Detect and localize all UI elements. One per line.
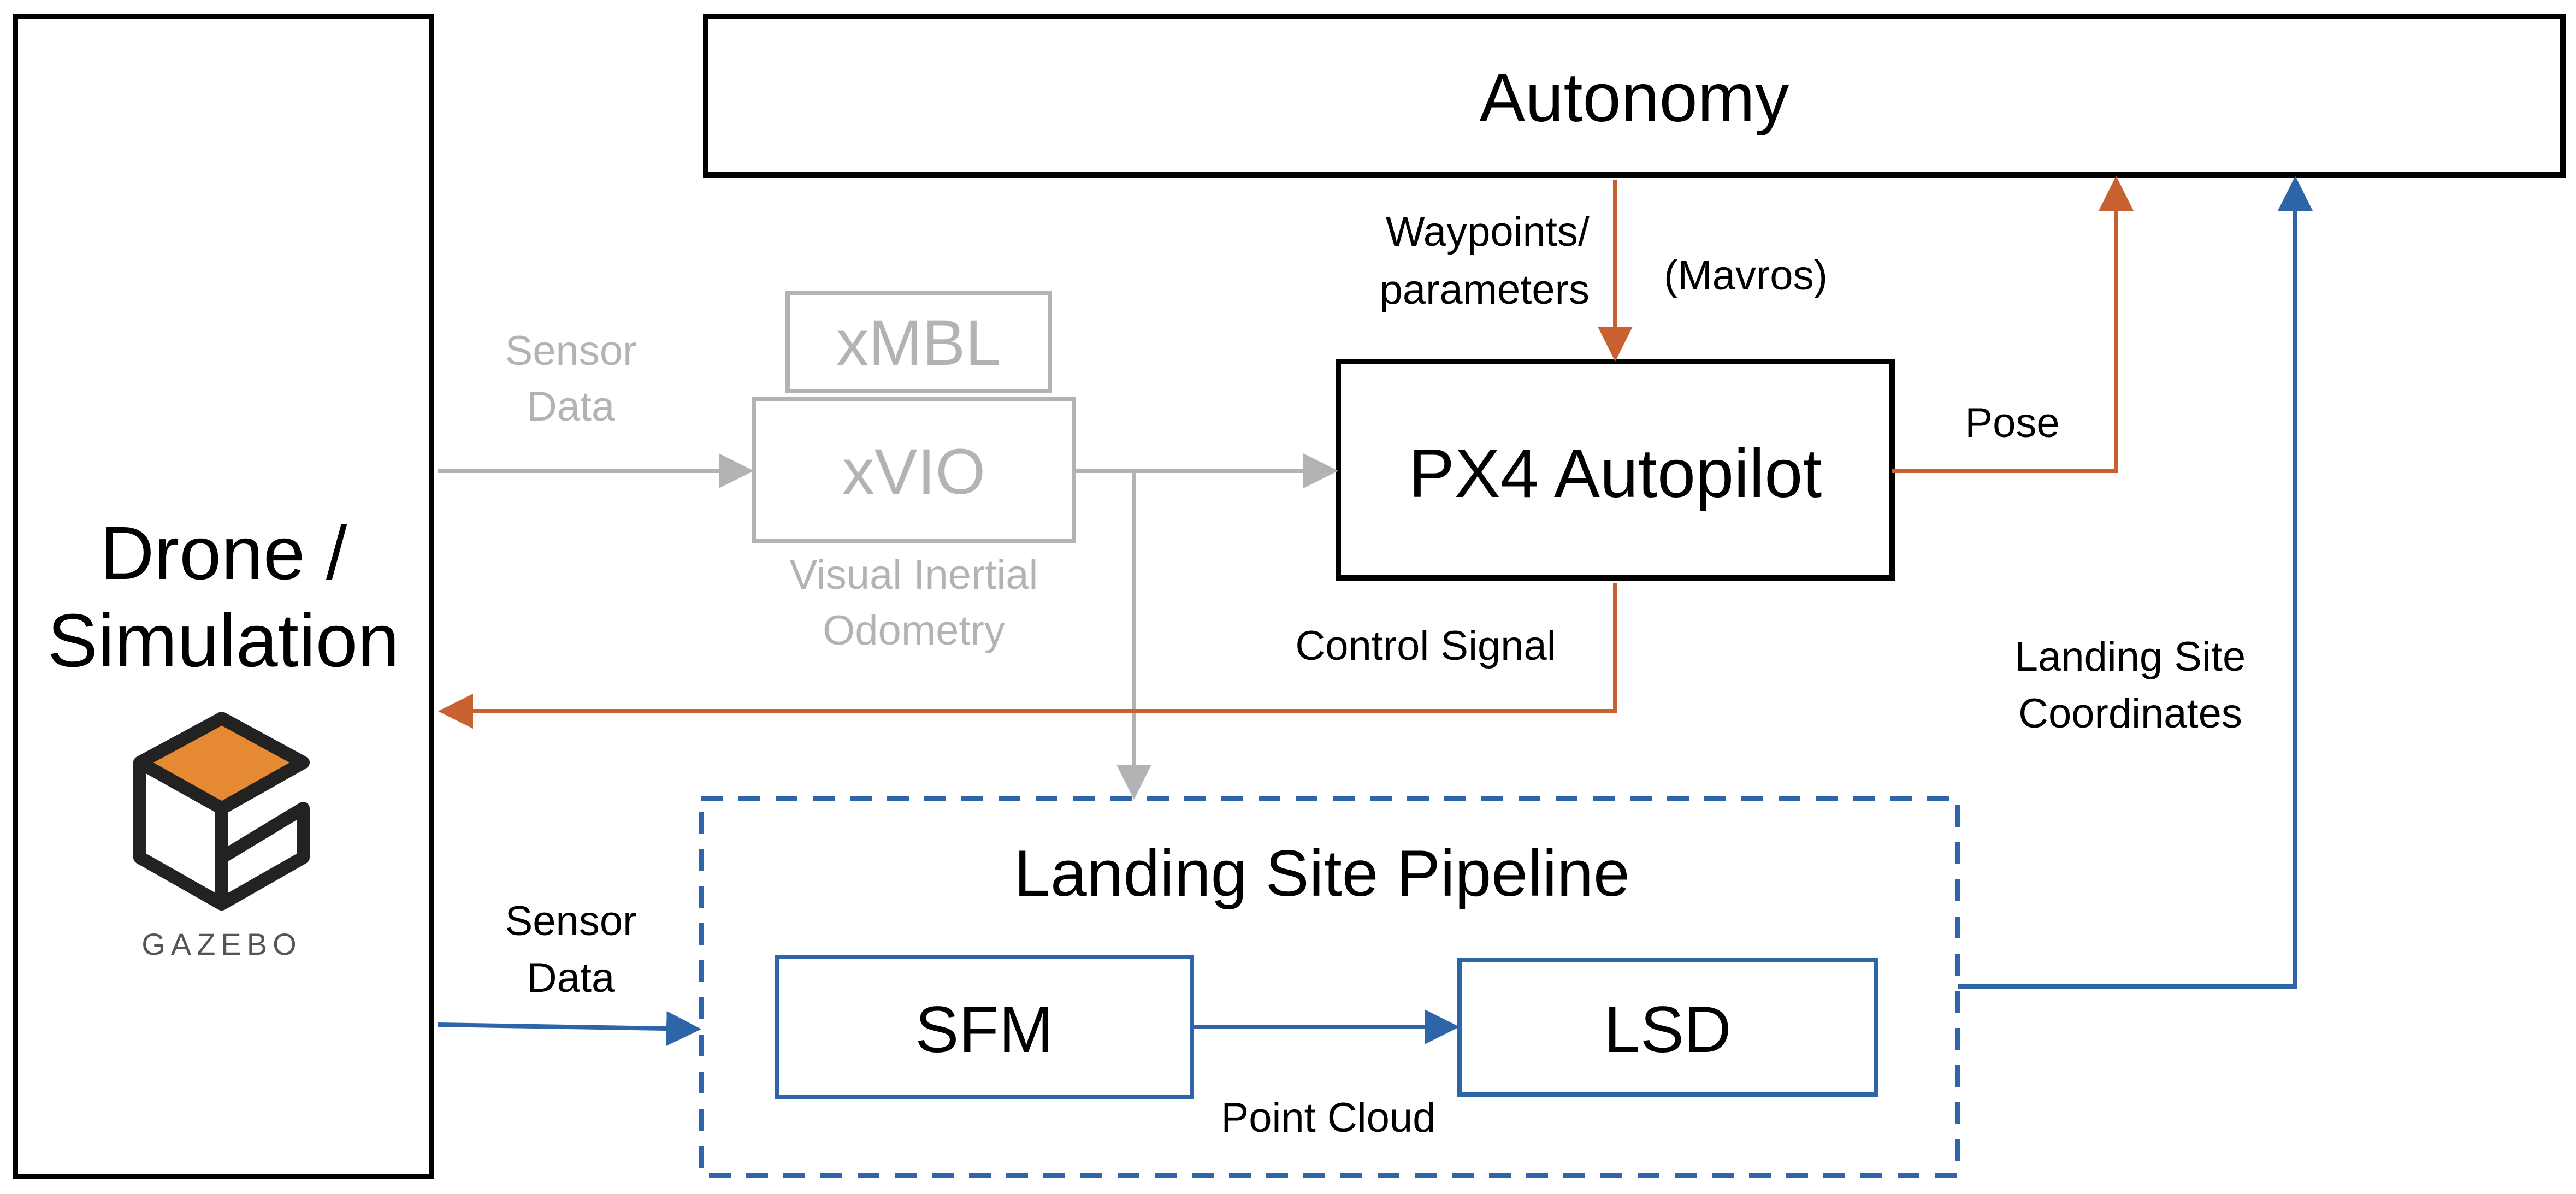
control-signal-label: Control Signal <box>1295 623 1556 669</box>
sensor-data-blue-line1: Sensor <box>505 898 637 944</box>
drone-label-line1: Drone / <box>100 511 347 595</box>
pose-label: Pose <box>1965 400 2059 446</box>
mavros-label: (Mavros) <box>1664 252 1828 299</box>
landing-coords-label-line2: Coordinates <box>2018 690 2242 737</box>
autonomy-label: Autonomy <box>1479 59 1789 136</box>
px4-label: PX4 Autopilot <box>1409 435 1822 512</box>
pose-arrow <box>1892 176 2134 473</box>
xvio-caption-line2: Odometry <box>823 607 1005 654</box>
waypoints-label-line2: parameters <box>1380 267 1590 313</box>
sensor-data-blue-line2: Data <box>527 955 615 1001</box>
control-signal-arrow <box>438 583 1617 729</box>
gazebo-logo-icon: GAZEBO <box>133 712 310 961</box>
drone-label-line2: Simulation <box>48 599 399 683</box>
xvio-block: xVIO <box>752 397 1076 543</box>
xmbl-label: xMBL <box>836 307 1001 379</box>
xvio-caption-line1: Visual Inertial <box>790 552 1038 598</box>
lsd-label: LSD <box>1604 993 1731 1066</box>
sensor-to-pipeline-arrow <box>438 1011 701 1047</box>
xmbl-block: xMBL <box>785 291 1052 393</box>
sensor-data-grey-line1: Sensor <box>505 328 637 374</box>
waypoints-label-line1: Waypoints/ <box>1386 209 1590 255</box>
xvio-label: xVIO <box>842 436 985 508</box>
sfm-label: SFM <box>915 993 1053 1066</box>
px4-autopilot-block: PX4 Autopilot <box>1336 359 1895 581</box>
point-cloud-label: Point Cloud <box>1221 1095 1436 1141</box>
drone-simulation-block: Drone / Simulation <box>13 14 434 1179</box>
autonomy-block: Autonomy <box>703 14 2566 178</box>
sfm-block: SFM <box>775 955 1194 1099</box>
pipeline-title: Landing Site Pipeline <box>1014 837 1630 910</box>
landing-coords-arrow <box>1958 176 2313 989</box>
gazebo-logo-text: GAZEBO <box>141 927 302 961</box>
sensor-data-grey-line2: Data <box>527 383 615 430</box>
landing-site-pipeline-block: Landing Site Pipeline <box>699 796 1960 1178</box>
landing-coords-label-line1: Landing Site <box>2015 634 2246 680</box>
lsd-block: LSD <box>1457 958 1878 1097</box>
